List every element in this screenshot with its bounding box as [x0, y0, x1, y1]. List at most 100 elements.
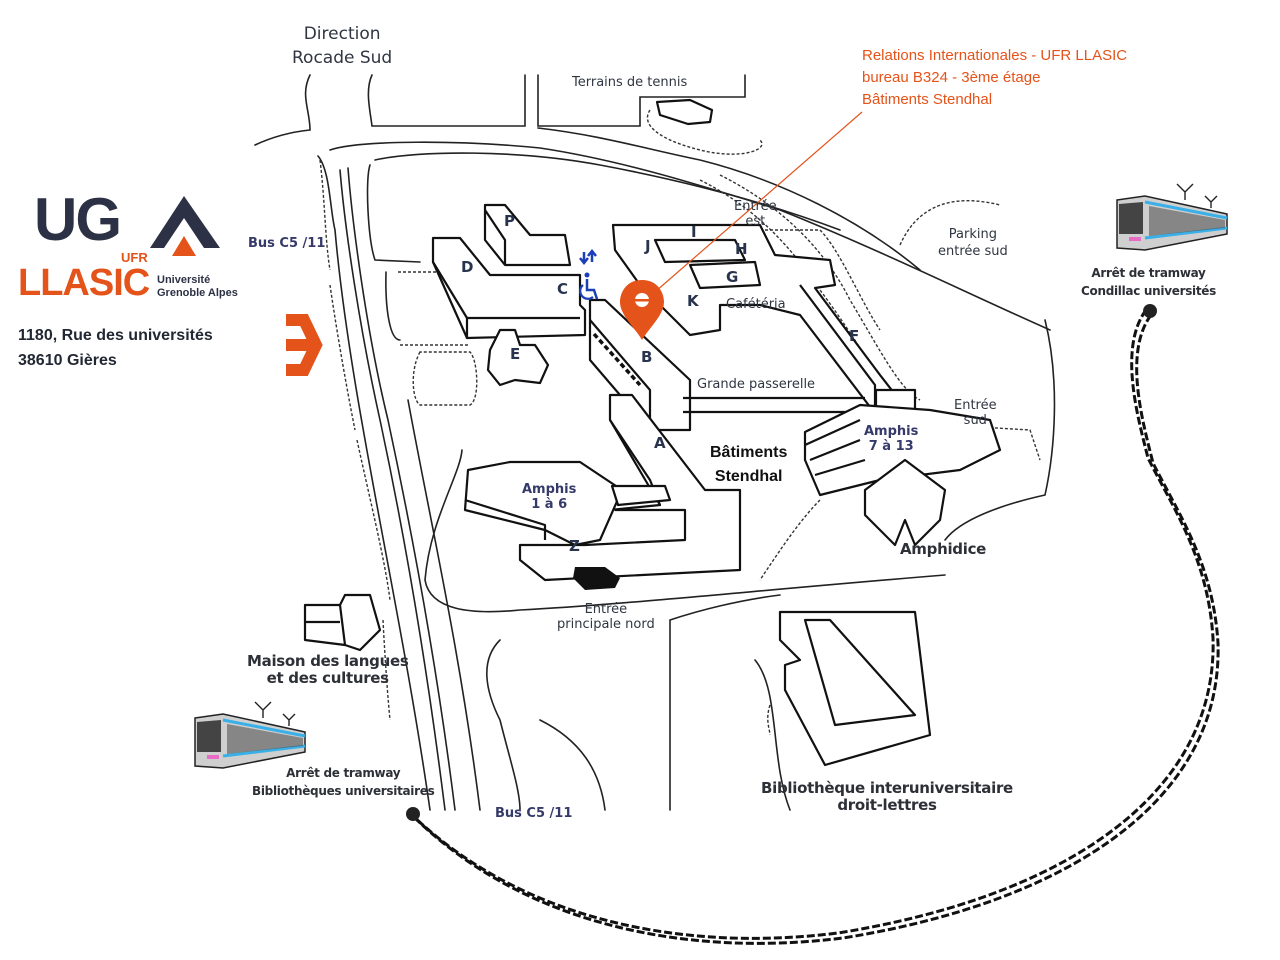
label-line: Rocade Sud	[292, 48, 393, 68]
footpath	[767, 704, 771, 736]
office-note-line: bureau B324 - 3ème étage	[862, 69, 1041, 86]
amphis-7-13-label: Amphis 7 à 13	[864, 424, 918, 454]
label-line: Amphis	[864, 424, 919, 439]
road-line	[254, 74, 311, 146]
label-line: droit-lettres	[837, 796, 937, 814]
tram-stop-label-bibliotheques: Arrêt de tramway Bibliothèques universit…	[252, 764, 435, 800]
ufr-label: UFR	[121, 250, 148, 265]
avenue-line	[347, 167, 456, 811]
covered-walkway	[592, 332, 642, 387]
tram-stop-dot-condillac[interactable]	[1143, 304, 1157, 318]
road-line	[374, 152, 841, 231]
tram-stop-dot-bibliotheques[interactable]	[406, 807, 420, 821]
entree-sud-label: Entrée sud	[954, 398, 997, 428]
tram-stop-label-condillac: Arrêt de tramway Condillac universités	[1081, 264, 1216, 300]
direction-arrow-icon	[286, 314, 323, 376]
label-line: sud	[963, 413, 987, 428]
building-e	[486, 328, 550, 387]
road-line	[537, 127, 921, 271]
building-a-annex	[610, 484, 672, 507]
label-line: 1 à 6	[531, 497, 568, 512]
label-line: Condillac universités	[1081, 284, 1216, 298]
tram-route	[408, 309, 1220, 945]
office-note: Relations Internationales - UFR LLASIC b…	[862, 45, 1127, 111]
footpath	[646, 109, 763, 155]
maison-langues-edge	[305, 604, 347, 646]
grande-passerelle-label: Grande passerelle	[697, 377, 816, 392]
building-bibliotheque	[778, 610, 932, 767]
university-name: Université Grenoble Alpes	[157, 274, 238, 300]
label-line: et des cultures	[266, 669, 389, 687]
location-pin-icon[interactable]	[620, 280, 664, 340]
buildings	[303, 98, 1002, 767]
building-b	[588, 298, 692, 432]
building-label-k: K	[687, 292, 699, 310]
road-network	[254, 74, 1056, 811]
address-city: 38610 Gières	[18, 352, 117, 369]
building-label-g: G	[726, 268, 739, 286]
office-note-line: Bâtiments Stendhal	[862, 91, 993, 108]
entree-nord-label: Entrée principale nord	[557, 602, 655, 632]
label-line: Bâtiments	[710, 444, 788, 461]
road-line	[754, 659, 791, 811]
building-label-f: F	[849, 327, 860, 345]
office-note-line: Relations Internationales - UFR LLASIC	[862, 47, 1128, 64]
label-line: Entrée	[584, 602, 628, 617]
amphis-7-13-tiers	[804, 418, 866, 477]
building-d-c	[431, 236, 587, 340]
road-line	[539, 719, 606, 811]
road-line	[486, 639, 521, 811]
llasic-logo: LLASIC	[18, 262, 150, 304]
label-line: 7 à 13	[868, 439, 914, 454]
bibliotheque-roof	[803, 618, 917, 727]
footpath	[899, 200, 1001, 246]
courtyard	[584, 508, 687, 547]
label-line: est	[745, 214, 766, 229]
university-name-line: Université	[157, 274, 211, 286]
building-label-j: J	[645, 237, 651, 255]
label-line: entrée sud	[938, 244, 1008, 259]
road-line	[669, 594, 781, 811]
batiments-stendhal-label: Bâtiments Stendhal	[710, 441, 787, 489]
building-label-a: A	[654, 434, 666, 452]
label-line: Bibliothèques universitaires	[252, 784, 435, 798]
building-label-h: H	[735, 240, 748, 258]
entrance-nord-block	[573, 567, 620, 590]
amphis-edge	[464, 498, 547, 540]
building-label-z: Z	[569, 537, 580, 555]
university-name-line: Grenoble Alpes	[157, 287, 238, 299]
footpath	[760, 229, 881, 331]
label-line: Entrée	[734, 199, 777, 214]
footpath	[759, 499, 821, 581]
bus-stop-label-top: Bus C5 /11	[248, 236, 326, 251]
road-line	[424, 449, 946, 613]
label-line: Arrêt de tramway	[286, 766, 401, 780]
building-g	[688, 260, 762, 290]
label-line: Entrée	[954, 398, 997, 413]
footpath	[319, 159, 331, 271]
marker-leader-line	[647, 111, 863, 299]
wheelchair-elevator-icon	[579, 248, 599, 300]
tram-icon	[194, 701, 306, 769]
footpath	[412, 351, 478, 406]
address: 1180, Rue des universités 38610 Gières	[18, 323, 213, 373]
label-line: Stendhal	[714, 468, 783, 485]
building-label-p: P	[504, 212, 515, 230]
road-line	[944, 319, 1056, 541]
tennis-label: Terrains de tennis	[572, 75, 688, 90]
building-label-b: B	[641, 348, 653, 366]
building-i-h	[653, 238, 747, 264]
maison-langues-label: Maison des langues et des cultures	[247, 653, 409, 687]
road-line	[385, 271, 401, 341]
label-line: principale nord	[557, 617, 655, 632]
building-p-edge	[484, 209, 507, 265]
building-label-d: D	[461, 258, 474, 276]
address-street: 1180, Rue des universités	[18, 327, 213, 344]
label-line: Arrêt de tramway	[1091, 266, 1206, 280]
direction-rocade-label: Direction Rocade Sud	[292, 22, 392, 70]
grande-passerelle	[683, 396, 865, 414]
label-line: Direction	[303, 24, 381, 44]
label-line: Parking	[948, 227, 997, 242]
label-line: Bibliothèque interuniversitaire	[761, 779, 1013, 797]
